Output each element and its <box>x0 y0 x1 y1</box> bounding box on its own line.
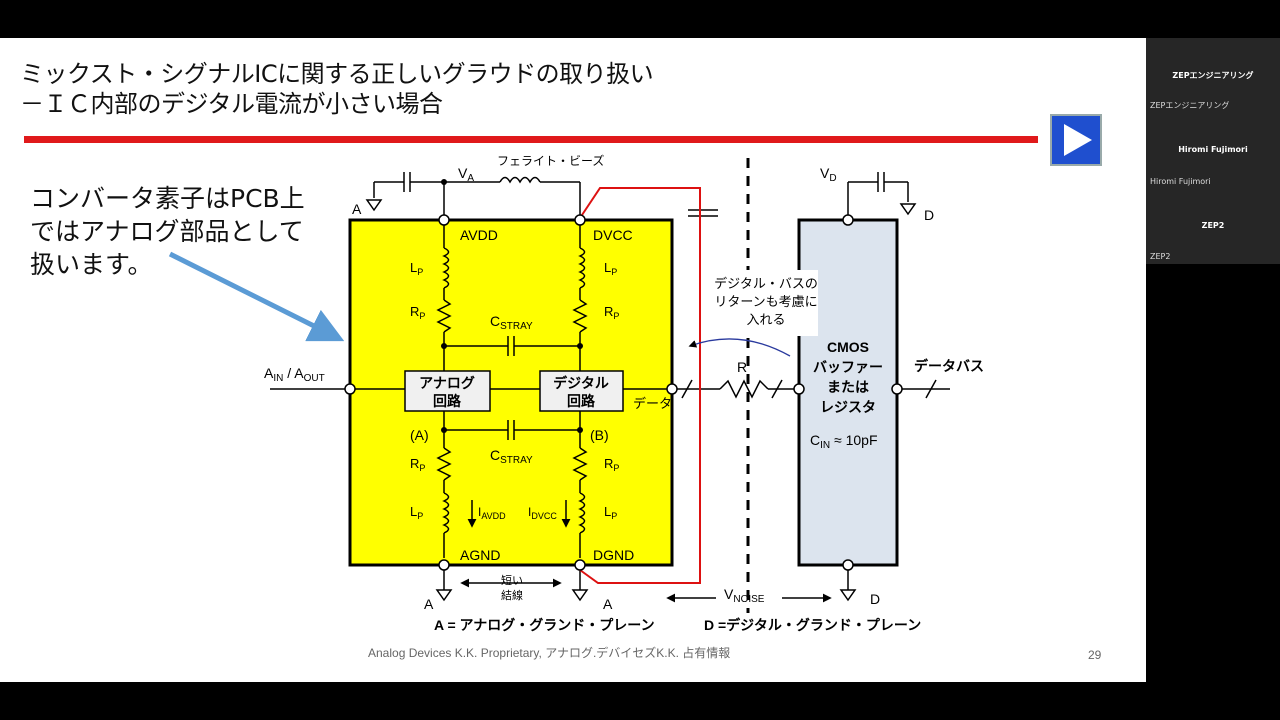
digital-block-label: 回路 <box>567 393 596 409</box>
participant-name: ZEPエンジニアリング <box>1150 101 1230 110</box>
rp-label: RP <box>410 456 425 473</box>
legend-analog-ground: A = アナログ・グランド・プレーン <box>434 617 655 633</box>
note-line: コンバータ素子はPCB上 <box>30 184 305 213</box>
participant-tile[interactable]: ZEPエンジニアリング ZEPエンジニアリング <box>1146 38 1280 113</box>
footer-text: Analog Devices K.K. Proprietary, アナログ.デバ… <box>368 646 731 660</box>
rp-label: RP <box>410 304 425 321</box>
side-note: コンバータ素子はPCB上 ではアナログ部品として 扱います。 <box>30 182 305 281</box>
bus-note-line: リターンも考慮に <box>714 294 817 309</box>
participant-name: ZEP2 <box>1150 252 1171 261</box>
bus-note-line: 入れる <box>746 312 785 327</box>
ain-aout-label: AIN / AOUT <box>264 365 325 384</box>
dvcc-label: DVCC <box>593 227 633 243</box>
lp-label: LP <box>410 260 423 277</box>
short-wire-label: 結線 <box>501 588 523 602</box>
i-avdd-label: IAVDD <box>478 505 506 521</box>
participant-tile[interactable]: Hiromi Fujimori Hiromi Fujimori <box>1146 113 1280 188</box>
analog-block-label: アナログ <box>419 375 475 391</box>
avdd-label: AVDD <box>460 227 498 243</box>
grounding-diagram: アナログ 回路 デジタル 回路 VA フェライト・ビーズ A AVDD DVCC… <box>168 153 984 633</box>
note-line: 扱います。 <box>30 250 153 279</box>
ground-a-label: A <box>424 596 434 612</box>
lp-label: LP <box>604 260 617 277</box>
play-icon <box>1064 124 1092 156</box>
rp-label: RP <box>604 304 619 321</box>
agnd-label: AGND <box>460 547 500 563</box>
cstray-label: CSTRAY <box>490 313 533 332</box>
slide-subtitle: －ＩＣ内部のデジタル電流が小さい場合 <box>20 90 443 118</box>
legend-digital-ground: D =デジタル・グランド・プレーン <box>704 617 921 633</box>
bus-note-line: デジタル・バスの <box>714 276 818 291</box>
return-path-wire <box>579 187 701 584</box>
page-number: 29 <box>1088 648 1102 662</box>
rp-label: RP <box>604 456 619 473</box>
databus-label: データバス <box>914 358 984 374</box>
cmos-label: または <box>827 379 869 395</box>
participant-tile[interactable]: ZEP2 ZEP2 <box>1146 188 1280 263</box>
participant-video-name: ZEPエンジニアリング <box>1172 71 1254 80</box>
resistor-label: R <box>737 359 747 375</box>
digital-circuit-block <box>539 370 624 412</box>
participant-video-name: ZEP2 <box>1201 221 1225 230</box>
data-label: データ <box>633 396 672 411</box>
bus-note-bg <box>708 270 818 336</box>
analog-circuit-block <box>404 370 491 412</box>
slide: ミックスト・シグナルICに関する正しいグラウドの取り扱い －ＩＣ内部のデジタル電… <box>0 38 1146 682</box>
cstray-label: CSTRAY <box>490 447 533 466</box>
cmos-label: レジスタ <box>820 399 876 415</box>
dgnd-label: DGND <box>593 547 634 563</box>
digital-block-label: デジタル <box>553 375 609 391</box>
short-wire-label: 短い <box>501 573 523 587</box>
cmos-label: CMOS <box>827 339 869 355</box>
node-b-label: (B) <box>590 427 609 443</box>
play-button[interactable] <box>1050 114 1102 166</box>
ground-d-label: D <box>870 591 880 607</box>
cin-label: CIN ≈ 10pF <box>810 432 878 451</box>
vnoise-label: VNOISE <box>724 586 765 605</box>
ferrite-bead-label: フェライト・ビーズ <box>497 153 604 168</box>
ground-a-label: A <box>603 596 613 612</box>
vd-label: VD <box>820 165 837 184</box>
participant-name: Hiromi Fujimori <box>1150 177 1211 186</box>
node-a-label: (A) <box>410 427 429 443</box>
participant-video-name: Hiromi Fujimori <box>1178 145 1248 154</box>
ground-a-label: A <box>352 201 362 217</box>
ground-d-label: D <box>924 207 934 223</box>
note-line: ではアナログ部品として <box>30 217 304 246</box>
analog-block-label: 回路 <box>433 393 462 409</box>
va-label: VA <box>458 165 474 184</box>
lp-label: LP <box>410 504 423 521</box>
title-underline <box>24 136 1038 143</box>
cmos-label: バッファー <box>813 359 883 375</box>
lp-label: LP <box>604 504 617 521</box>
pointer-arrow <box>168 251 345 342</box>
participants-panel: ZEPエンジニアリング ZEPエンジニアリング Hiromi Fujimori … <box>1146 38 1280 264</box>
slide-title: ミックスト・シグナルICに関する正しいグラウドの取り扱い <box>20 60 654 88</box>
i-dvcc-label: IDVCC <box>528 505 557 521</box>
return-arrow <box>688 338 791 357</box>
